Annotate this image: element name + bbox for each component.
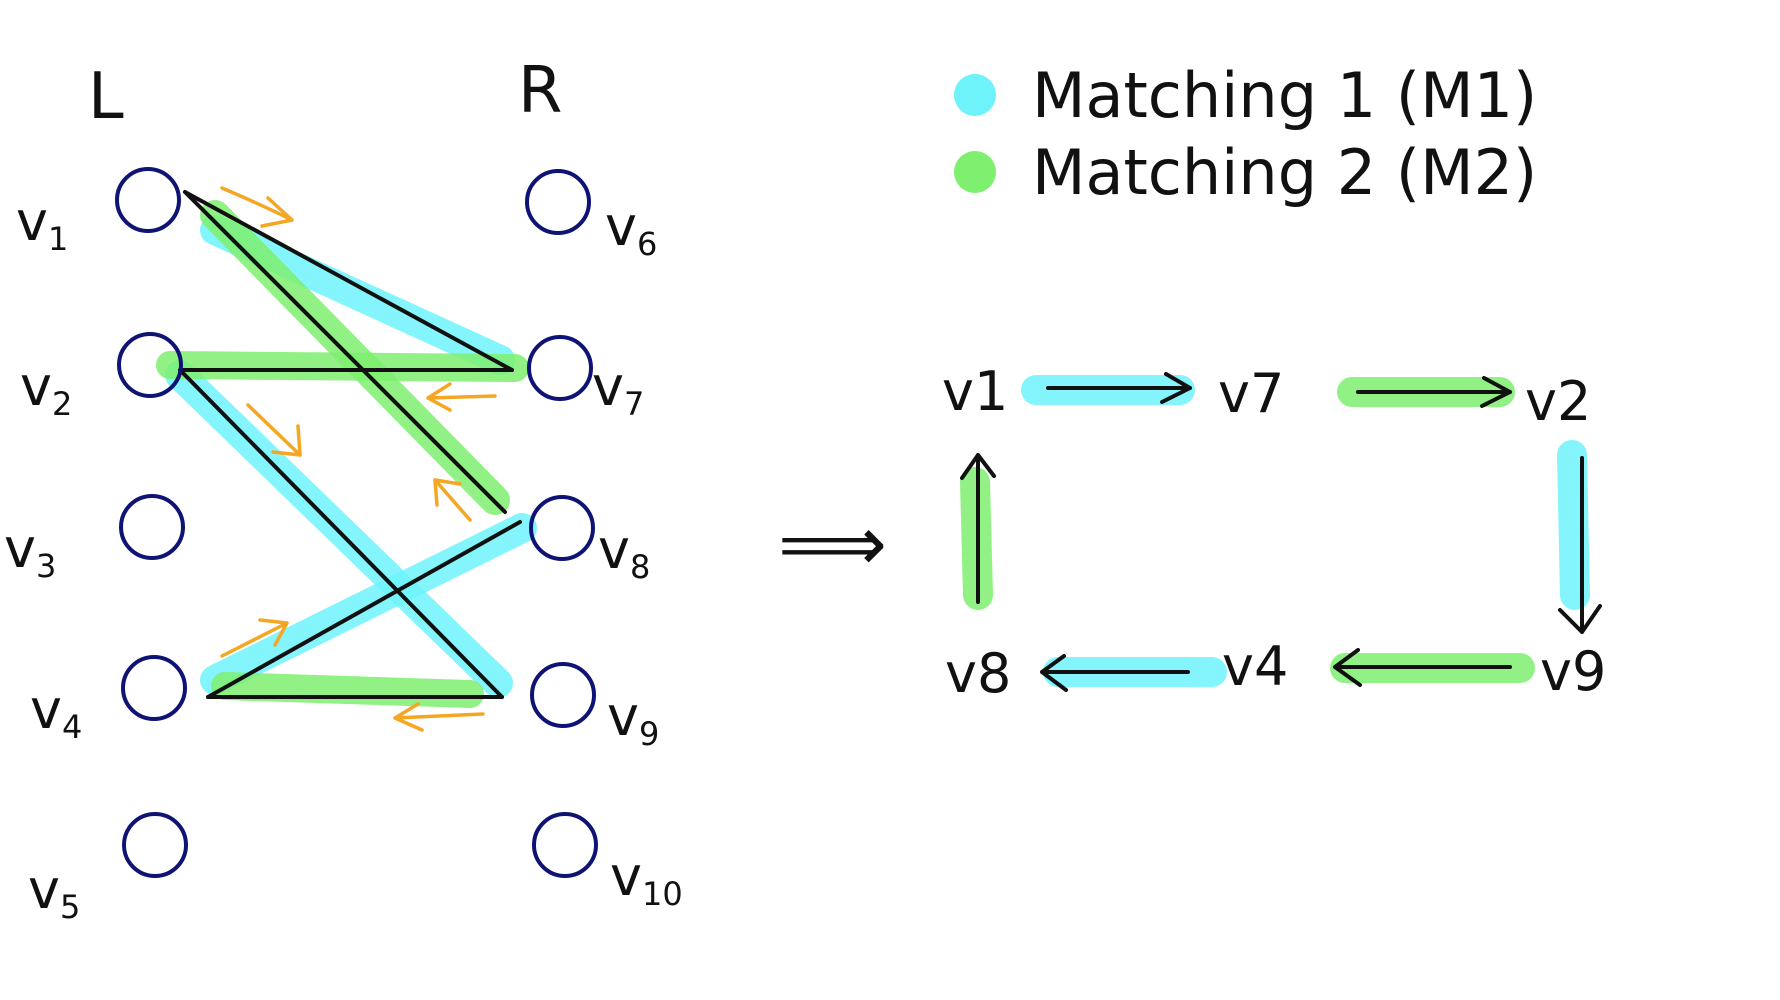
arrow-v1-to-v7: [220, 186, 294, 228]
implies-arrow: ⟹: [778, 499, 887, 588]
m2-edge-v4-v9: [211, 672, 484, 708]
node-v1-label: v1: [16, 190, 68, 258]
node-v4-label: v4: [30, 678, 82, 746]
m2-edge-v2-v7: [156, 351, 529, 382]
cycle-node-labels: v1 v7 v2 v9 v4 v8: [942, 360, 1606, 705]
node-v5-label-base: v: [28, 858, 60, 921]
graph-edges: [178, 190, 522, 699]
alternating-cycle: v1 v7 v2 v9 v4 v8: [942, 360, 1606, 705]
cycle-band-v2-v9: [1557, 440, 1590, 610]
node-v7-label-sub: 7: [624, 385, 644, 423]
cycle-arrow-v9-v4: [1333, 648, 1512, 687]
arrow-v4-to-v8: [220, 618, 289, 658]
left-set-header: L: [88, 60, 124, 134]
node-v10-label-sub: 10: [642, 875, 683, 913]
node-v5: [122, 812, 188, 878]
node-v1-label-sub: 1: [48, 220, 68, 258]
edge-v1-v7: [183, 190, 514, 372]
node-v5-label-sub: 5: [60, 888, 80, 926]
edge-v4-v8: [206, 520, 522, 699]
node-v3-label-sub: 3: [36, 547, 56, 585]
node-v3-label: v3: [4, 517, 56, 585]
node-v10: [532, 812, 598, 878]
legend: Matching 1 (M1)Matching 2 (M2): [954, 59, 1537, 209]
node-v4: [121, 655, 187, 721]
node-v1: [115, 167, 181, 233]
node-v8: [529, 495, 595, 561]
node-v10-label-base: v: [610, 845, 642, 908]
matching-highlights: [156, 200, 537, 708]
cycle-node-c7: v7: [1218, 362, 1284, 425]
node-v2-label-sub: 2: [52, 385, 72, 423]
arrow-v9-to-v4: [393, 702, 485, 732]
node-v9: [530, 662, 596, 728]
right-set-header: R: [518, 54, 562, 128]
cycle-node-c4: v4: [1222, 635, 1288, 698]
node-v8-label-sub: 8: [630, 548, 650, 586]
node-v9-label: v9: [607, 685, 659, 753]
node-v3: [119, 494, 185, 560]
node-v4-label-base: v: [30, 678, 62, 741]
node-v6-label: v6: [605, 195, 657, 263]
node-v6-label-sub: 6: [637, 225, 657, 263]
node-v8-label: v8: [598, 518, 650, 586]
direction-arrows: [220, 186, 497, 732]
legend-label-m1: Matching 1 (M1): [1032, 59, 1537, 132]
node-v5-label: v5: [28, 858, 80, 926]
node-v6: [525, 169, 591, 235]
arrow-v7-to-v2: [426, 382, 497, 412]
cycle-node-c9: v9: [1540, 640, 1606, 703]
node-v1-label-base: v: [16, 190, 48, 253]
arrow-v2-to-v9: [246, 403, 302, 457]
node-v3-label-base: v: [4, 517, 36, 580]
cycle-arrow-v2-v9: [1558, 456, 1602, 634]
legend-swatch-m1: [954, 74, 996, 116]
edge-v1-v8: [183, 190, 507, 514]
cycle-node-c2: v2: [1525, 370, 1591, 433]
node-v9-label-base: v: [607, 685, 639, 748]
node-v7: [527, 335, 593, 401]
cycle-arrow-v8-v1: [960, 453, 996, 604]
node-v6-label-base: v: [605, 195, 637, 258]
cycle-arrow-v4-v8: [1040, 654, 1190, 692]
node-v10-label: v10: [610, 845, 683, 913]
edge-v2-v9: [178, 368, 504, 699]
cycle-arrow-v7-v2: [1356, 376, 1512, 408]
cycle-node-c8: v8: [945, 642, 1011, 705]
legend-swatch-m2: [954, 151, 996, 193]
node-v2: [117, 332, 183, 398]
node-v2-label-base: v: [20, 355, 52, 418]
node-v4-label-sub: 4: [62, 708, 82, 746]
arrow-v8-to-v1: [433, 478, 472, 522]
cycle-arrow-v1-v7: [1046, 372, 1192, 404]
legend-label-m2: Matching 2 (M2): [1032, 136, 1537, 209]
node-v9-label-sub: 9: [639, 715, 659, 753]
node-v2-label: v2: [20, 355, 72, 423]
node-v7-label-base: v: [592, 355, 624, 418]
node-v7-label: v7: [592, 355, 644, 423]
cycle-node-c1: v1: [942, 360, 1008, 423]
m1-edge-v4-v8: [200, 513, 537, 695]
node-v8-label-base: v: [598, 518, 630, 581]
